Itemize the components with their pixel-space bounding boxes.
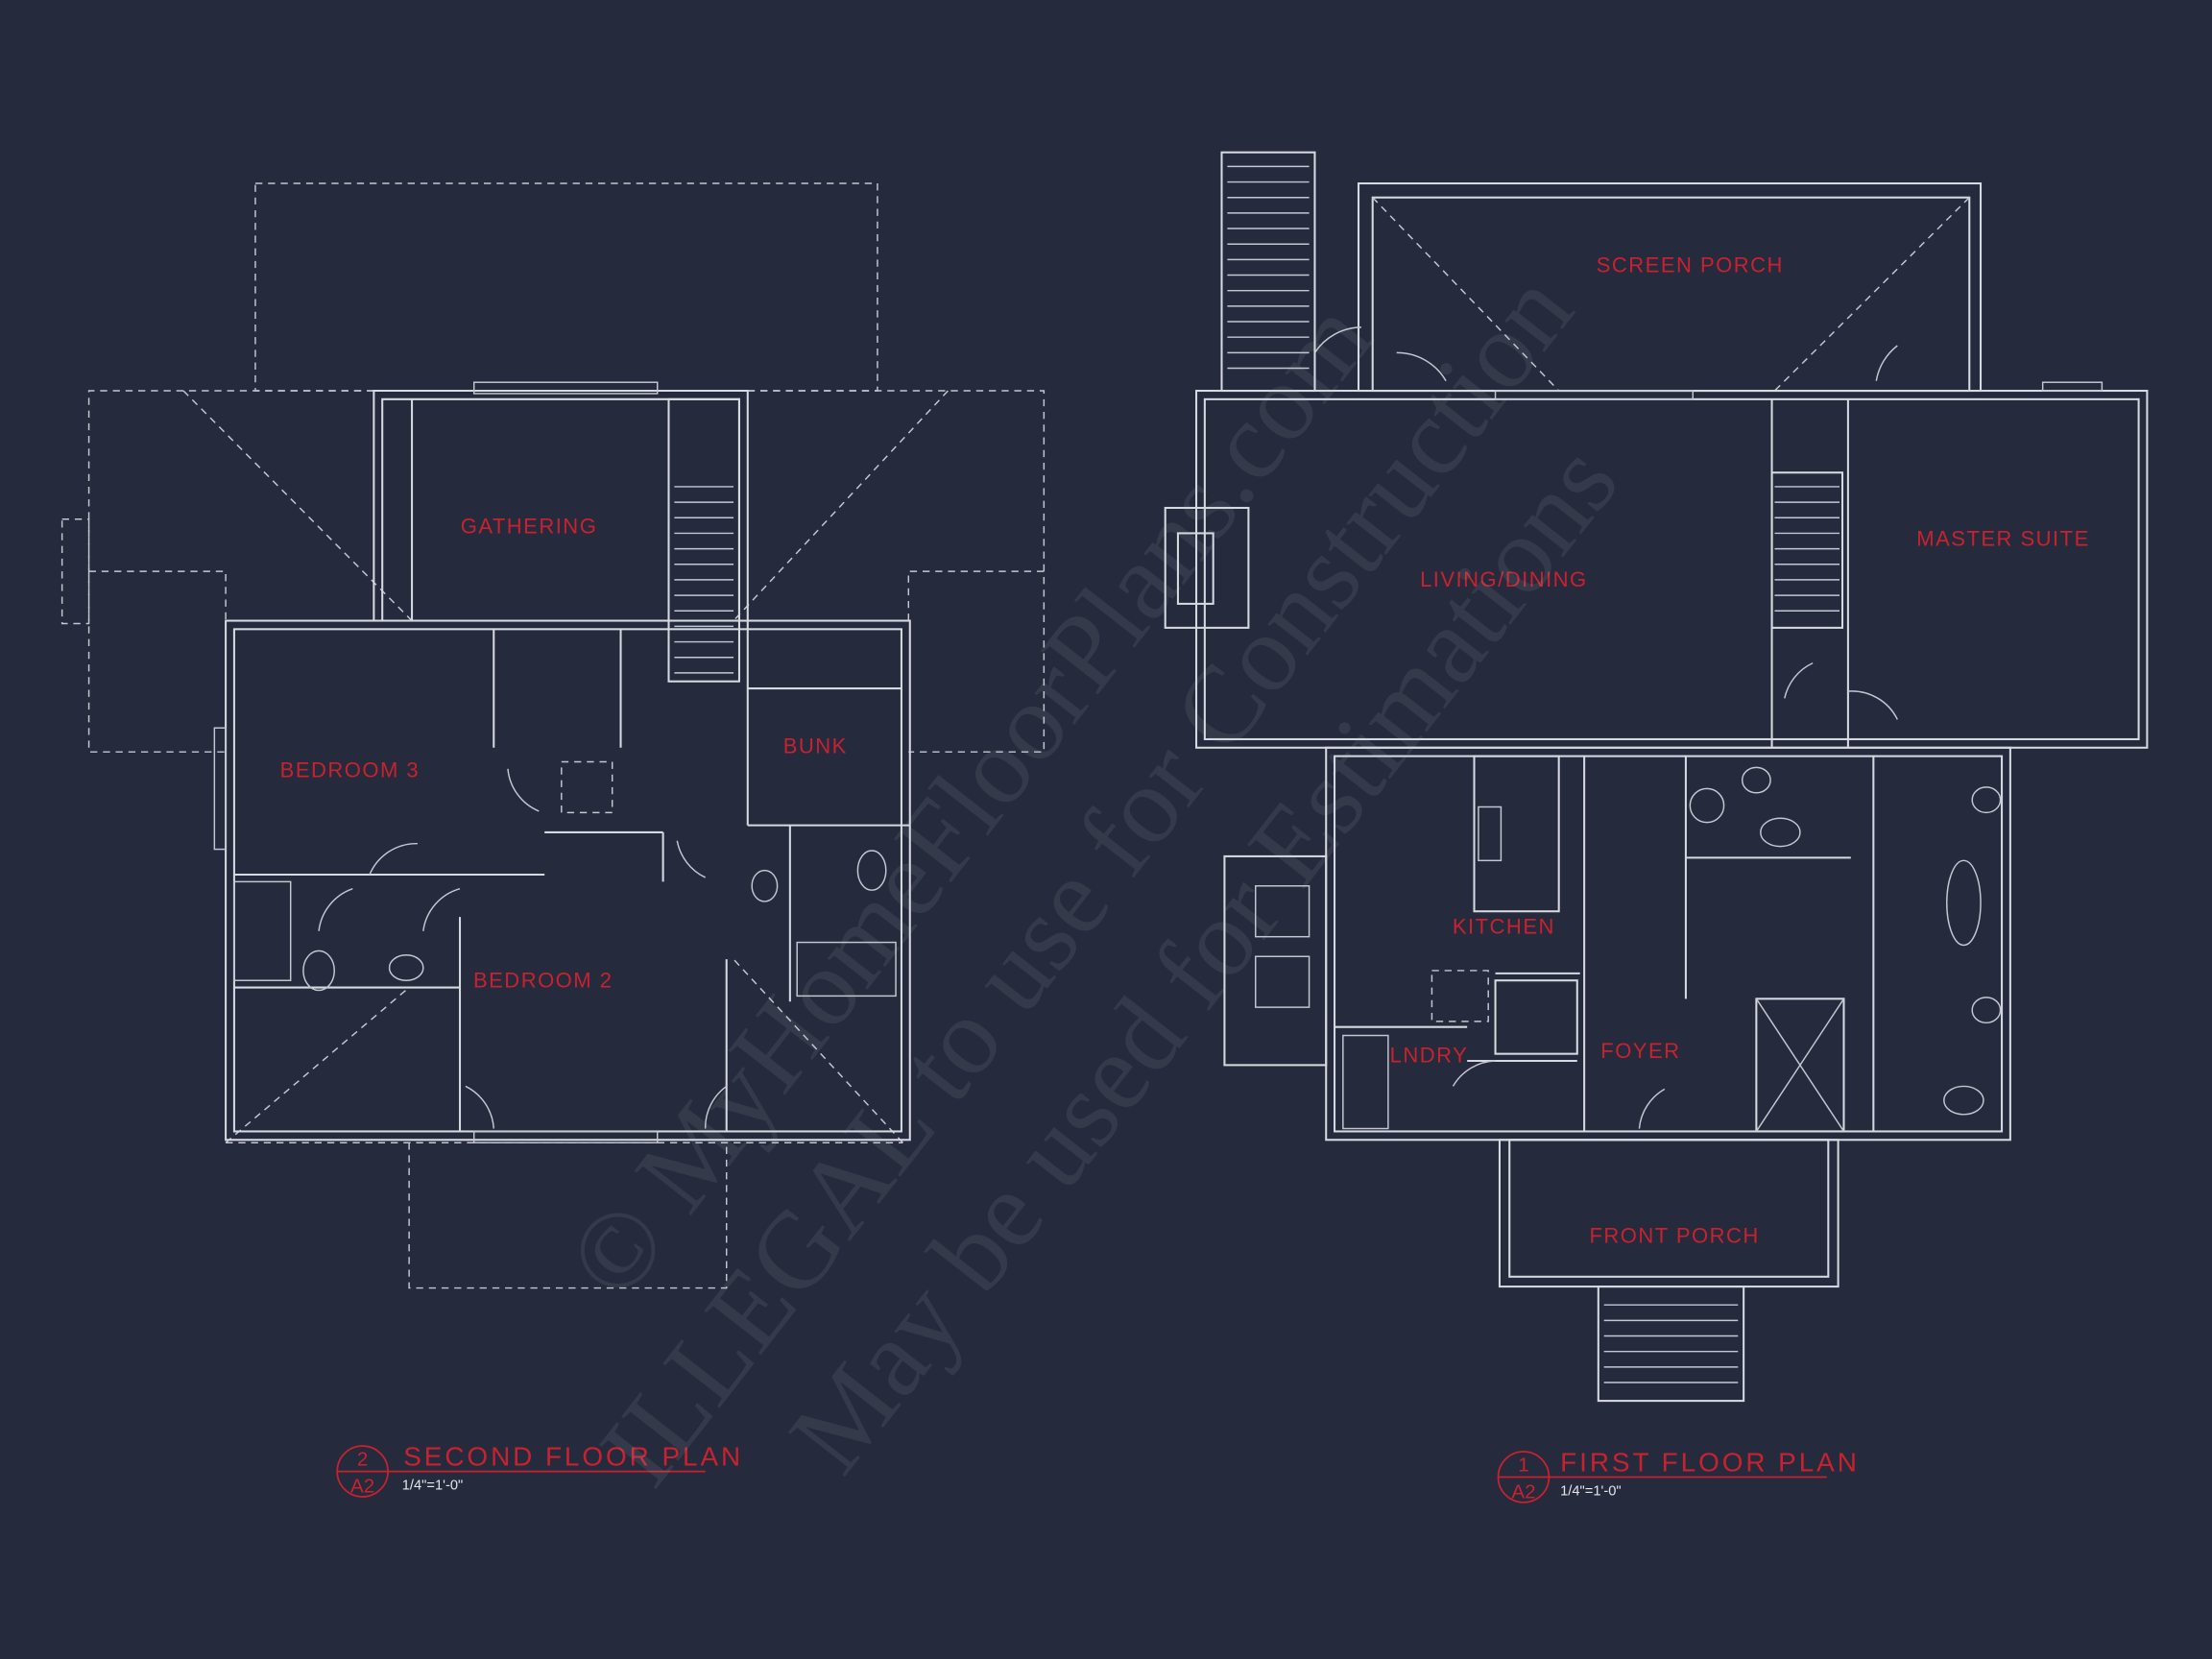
plan-title: FIRST FLOOR PLAN (1560, 1448, 1860, 1478)
title-block-first-floor: 1 A2 FIRST FLOOR PLAN 1/4"=1'-0" (1497, 1448, 1860, 1503)
room-label-kitchen: KITCHEN (1453, 915, 1555, 939)
stairs (1220, 151, 1844, 1403)
plan-title: SECOND FLOOR PLAN (403, 1442, 743, 1472)
sheet-number: A2 (1511, 1480, 1535, 1503)
room-label-gathering: GATHERING (461, 514, 598, 538)
room-label-bedroom-3: BEDROOM 3 (280, 758, 420, 782)
watermark-line-2: ILLEGAL to use for Construction (576, 251, 1596, 1507)
room-label-master-suite: MASTER SUITE (1916, 527, 2089, 551)
room-label-bunk: BUNK (783, 734, 848, 758)
walls (1164, 181, 2149, 1288)
room-label-bedroom-2: BEDROOM 2 (473, 969, 613, 993)
sheet-number: A2 (350, 1476, 374, 1498)
second-floor-plan: GATHERING BEDROOM 3 BUNK BEDROOM 2 (60, 182, 1046, 1289)
room-label-screen-porch: SCREEN PORCH (1597, 253, 1784, 277)
room-label-foyer: FOYER (1600, 1039, 1680, 1063)
room-label-living-dining: LIVING/DINING (1420, 567, 1588, 591)
detail-number: 1 (1518, 1455, 1528, 1477)
plan-scale: 1/4"=1'-0" (1560, 1484, 1621, 1500)
stair (667, 397, 740, 683)
walls (213, 381, 911, 1143)
room-label-front-porch: FRONT PORCH (1589, 1224, 1759, 1248)
first-floor-plan: SCREEN PORCH LIVING/DINING MASTER SUITE … (1164, 151, 2149, 1403)
watermark: © MyHomeFloorPlans.com ILLEGAL to use fo… (543, 251, 1641, 1507)
title-block-second-floor: 2 A2 SECOND FLOOR PLAN 1/4"=1'-0" (336, 1442, 743, 1498)
plan-scale: 1/4"=1'-0" (402, 1479, 463, 1494)
detail-number: 2 (357, 1449, 368, 1471)
room-label-laundry: LNDRY (1390, 1043, 1469, 1067)
